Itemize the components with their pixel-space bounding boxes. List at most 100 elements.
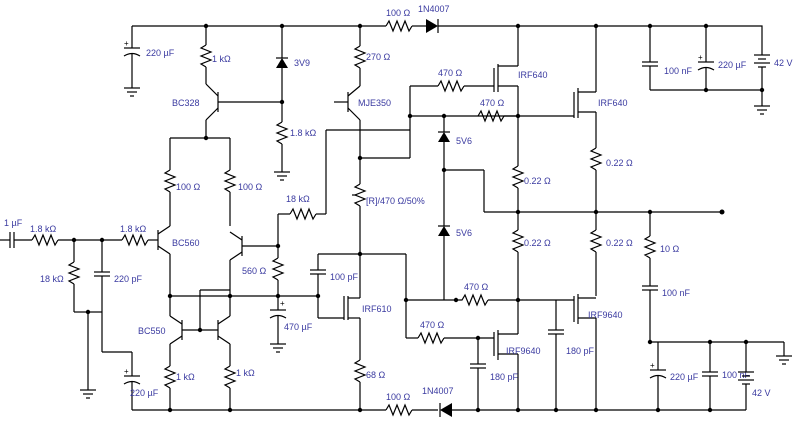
- label-r-in: 1.8 kΩ: [30, 224, 57, 234]
- capacitor-100n-bottom: [702, 342, 718, 410]
- label-c-470u: 470 µF: [284, 322, 313, 332]
- label-c-220u-bot: 220 µF: [130, 388, 159, 398]
- transistor-bc550-right: [182, 289, 231, 366]
- resistor-560: [271, 214, 285, 300]
- label-r-68: 68 Ω: [366, 370, 386, 380]
- resistor-470-2: [477, 109, 574, 123]
- capacitor-220u-ps-bottom: +: [649, 341, 784, 410]
- battery-negative: [738, 342, 792, 410]
- capacitor-470u: +: [269, 299, 287, 353]
- label-irf9640-a: IRF9640: [506, 346, 541, 356]
- label-irf640-a: IRF640: [518, 70, 548, 80]
- label-bc328: BC328: [172, 98, 200, 108]
- label-c-180p-a: 180 pF: [490, 372, 519, 382]
- capacitor-220u-bottom: +: [101, 312, 141, 410]
- mosfet-irf9640-a: [493, 300, 519, 410]
- label-c-220u-ps-top: 220 µF: [718, 60, 747, 70]
- resistor-68: [353, 359, 367, 410]
- label-v-neg: 42 V: [752, 388, 771, 398]
- mosfet-irf9640-b: [573, 294, 597, 410]
- resistor-100-b: [223, 138, 237, 226]
- label-r-560: 560 Ω: [242, 266, 267, 276]
- label-c-100n-zob: 100 nF: [662, 288, 691, 298]
- label-c-220u-ps-bot: 220 µF: [670, 372, 699, 382]
- label-bc550: BC550: [138, 326, 166, 336]
- capacitor-220u-ps-top: +: [697, 26, 715, 90]
- label-r-1k8: 1.8 kΩ: [290, 128, 317, 138]
- resistor-input-2: [121, 233, 158, 247]
- label-c-220p: 220 pF: [114, 274, 143, 284]
- zener-3v9: [276, 26, 288, 122]
- label-r-100-b: 100 Ω: [238, 182, 263, 192]
- label-r-100-top: 100 Ω: [386, 8, 411, 18]
- label-z-5v6-a: 5V6: [456, 136, 472, 146]
- capacitor-100p: [310, 253, 406, 319]
- resistor-1k8: [274, 121, 290, 181]
- resistor-100-top: [385, 19, 413, 33]
- junction-dots: [71, 23, 765, 413]
- label-r-022-d: 0.22 Ω: [606, 238, 633, 248]
- mosfet-irf640-a: [493, 26, 519, 166]
- resistor-470-3: [456, 293, 574, 307]
- resistor-022-d: [589, 229, 603, 296]
- label-irf640-b: IRF640: [598, 98, 628, 108]
- zener-5v6-b: [438, 225, 450, 300]
- svg-text:+: +: [280, 299, 285, 308]
- resistor-470-4: [405, 300, 494, 345]
- label-mje350: MJE350: [358, 98, 391, 108]
- label-r-022-a: 0.22 Ω: [524, 176, 551, 186]
- positive-rail: [132, 19, 763, 55]
- resistor-1k-left: [163, 365, 177, 410]
- label-d-top: 1N4007: [418, 4, 450, 14]
- mosfet-irf640-b: [573, 26, 597, 148]
- transistor-bc550-left: [169, 296, 183, 366]
- transistor-mje350: [347, 85, 361, 160]
- capacitor-180p-b: [548, 300, 564, 410]
- resistor-100-bottom: [385, 403, 413, 417]
- input-capacitor: [0, 232, 32, 248]
- label-zener-3v9: 3V9: [294, 58, 310, 68]
- resistor-1k-right: [223, 365, 237, 410]
- svg-text:+: +: [698, 53, 703, 62]
- label-c-100n-bot: 100 nF: [722, 370, 751, 380]
- label-r-1k-l: 1 kΩ: [176, 372, 195, 382]
- label-r-470-1: 470 Ω: [438, 68, 463, 78]
- capacitor-220p: [88, 240, 110, 313]
- transistor-bc328: [205, 83, 282, 138]
- resistor-10: [643, 212, 657, 286]
- resistor-18k-bias: [67, 240, 96, 399]
- label-c-100n-top: 100 nF: [664, 66, 693, 76]
- label-pot: [R]/470 Ω/50%: [366, 196, 425, 206]
- label-c-220u-top: 220 µF: [146, 48, 175, 58]
- label-r-100-bot: 100 Ω: [386, 392, 411, 402]
- svg-text:+: +: [124, 367, 129, 376]
- resistor-270: [334, 26, 367, 103]
- label-bc560: BC560: [172, 238, 200, 248]
- resistor-18k-feedback: [278, 129, 410, 221]
- label-r-470-2: 470 Ω: [480, 98, 505, 108]
- label-irf9640-b: IRF9640: [588, 310, 623, 320]
- label-irf610: IRF610: [362, 304, 392, 314]
- svg-text:+: +: [124, 39, 129, 48]
- label-c-100p: 100 pF: [330, 272, 359, 282]
- resistor-022-b: [589, 147, 603, 230]
- transistor-bc560-left: [157, 225, 171, 296]
- mosfet-irf610: [343, 254, 361, 360]
- capacitor-100n-zobel: [642, 285, 658, 342]
- battery-positive: [754, 54, 770, 115]
- resistor-022-c: [511, 229, 525, 300]
- label-r-100-a: 100 Ω: [176, 182, 201, 192]
- label-r-10: 10 Ω: [660, 244, 680, 254]
- zener-5v6-a: [438, 116, 450, 226]
- svg-text:+: +: [650, 361, 655, 370]
- label-r-022-b: 0.22 Ω: [606, 158, 633, 168]
- capacitor-180p-a: [470, 338, 486, 410]
- label-d-bot: 1N4007: [422, 386, 454, 396]
- label-z-5v6-b: 5V6: [456, 228, 472, 238]
- resistor-100-a: [163, 138, 177, 226]
- label-r-in2: 1.8 kΩ: [120, 224, 147, 234]
- label-r-18k-bias: 18 kΩ: [40, 274, 64, 284]
- label-r-1k-top: 1 kΩ: [212, 54, 231, 64]
- label-c-180p-b: 180 pF: [566, 346, 595, 356]
